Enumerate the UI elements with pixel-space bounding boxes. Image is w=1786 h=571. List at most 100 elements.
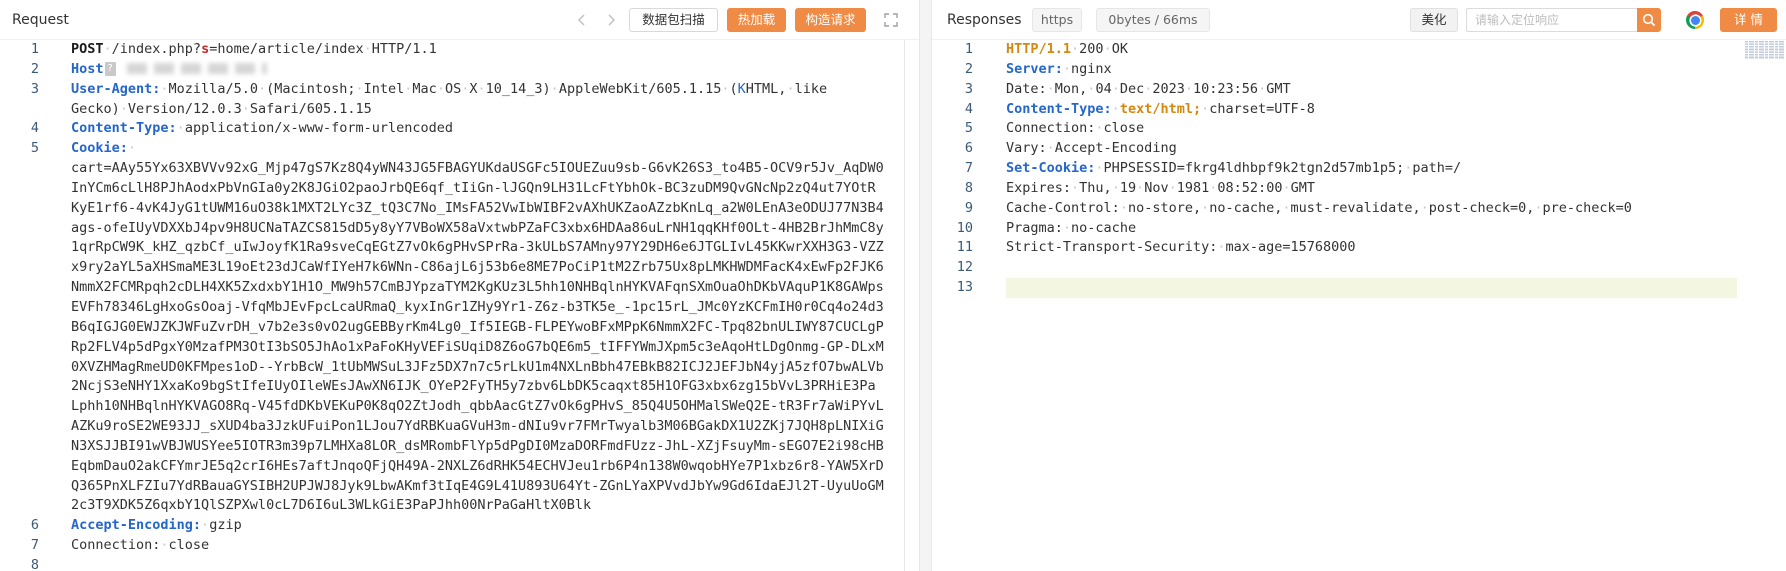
code-line-wrap[interactable]: 1qrRpCW9K_kHZ_qzbCf_uIwJoyfK1Ra9sveCqEGt… <box>0 238 904 258</box>
header-key: User-Agent: <box>71 80 161 97</box>
chevron-left-icon[interactable] <box>574 12 590 28</box>
line-number: 1 <box>30 41 39 57</box>
beautify-button[interactable]: 美化 <box>1410 8 1458 32</box>
code-line[interactable]: 4 Content-Type: application/x-www-form-ur… <box>0 119 904 139</box>
code-text: NmmX2FCMRpqh2cDLH4XK5ZxdxbY1H1O_MW9h57Cm… <box>71 278 901 298</box>
code-line[interactable]: 1 POST /index.php?s=home/article/index HT… <box>0 40 904 60</box>
line-number: 2 <box>964 60 973 77</box>
code-segment: 1qrRpCW9K_kHZ_qzbCf_uIwJoyfK1Ra9sveCqEGt… <box>71 239 884 256</box>
code-segment: Q365PnXLFZIu7YdRBauaGYSIBH2UPJWJ8Jyk9Lbw… <box>71 477 884 494</box>
code-text: Accept-Encoding: gzip <box>71 516 901 536</box>
code-text: 2c3T9XDK5Z6qxbY1QlSZPXwl0cL7D6I6uL3WLkGi… <box>71 496 901 516</box>
code-line-wrap[interactable]: x9ry2aYL5aXHSmaME3L19oEt23dJCaWfIYeH7k6W… <box>0 258 904 278</box>
code-line-wrap[interactable]: KyE1rf6-4vK4JyG1tUWM16uO38k1MXT2LYc3Z_tQ… <box>0 199 904 219</box>
code-segment: 200 OK <box>1071 41 1128 57</box>
packet-scan-button[interactable]: 数据包扫描 <box>629 8 718 32</box>
code-text: Rp2FLV4p5dPgxY0MzafPM3OtI3bSO5JhAo1xPaFo… <box>71 338 901 358</box>
code-line[interactable]: 12 <box>932 258 1743 278</box>
header-key: Host <box>71 60 104 77</box>
code-line-wrap[interactable]: N3XSJJBI91wVBJWUSYee5IOTR3m39p7LMHXa8LOR… <box>0 437 904 457</box>
code-segment: 2NcjS3eNHY1XxaKo9bgStIfeIUyOIleWEsJAwXN6… <box>71 378 876 395</box>
request-editor[interactable]: 1 POST /index.php?s=home/article/index HT… <box>0 40 904 571</box>
code-text: Lphh10NHBqlnHYKVAGO8Rq-V45fdDKbVEKuP0K8q… <box>71 397 901 417</box>
line-number: 5 <box>964 120 973 137</box>
line-number: 6 <box>30 517 39 534</box>
chrome-icon[interactable] <box>1686 11 1704 29</box>
code-text: Content-Type: application/x-www-form-url… <box>71 119 901 139</box>
locate-search-input[interactable] <box>1466 8 1637 32</box>
code-line[interactable]: 7 Set-Cookie: PHPSESSID=fkrg4ldhbpf9k2tgn… <box>932 159 1743 179</box>
minimap[interactable] <box>1745 41 1785 59</box>
code-line-wrap[interactable]: EVFh78346LgHxoGsOoaj-VfqMbJEvFpcLcaURmaQ… <box>0 298 904 318</box>
response-panel-title: Responses <box>947 12 1022 28</box>
line-number: 8 <box>30 556 39 571</box>
chevron-right-icon[interactable] <box>603 12 619 28</box>
code-text: Vary: Accept-Encoding <box>1006 139 1737 159</box>
hot-reload-button[interactable]: 热加载 <box>727 8 786 32</box>
code-line[interactable]: 8 <box>0 556 904 571</box>
code-text: Q365PnXLFZIu7YdRBauaGYSIBH2UPJWJ8Jyk9Lbw… <box>71 477 901 497</box>
line-number: 4 <box>30 120 39 137</box>
highlighted-char: K <box>737 80 746 97</box>
code-line-wrap[interactable]: InYCm6cLlH8PJhAodxPbVnGIa0y2K8JGiO2paoJr… <box>0 179 904 199</box>
code-text: 2NcjS3eNHY1XxaKo9bgStIfeIUyOIleWEsJAwXN6… <box>71 377 901 397</box>
line-number: 4 <box>964 100 973 117</box>
code-line-wrap[interactable]: ags-ofeIUyVDXXbJ4pv9H8UCNaTAZCS815dD5y8y… <box>0 219 904 239</box>
code-text: B6qIGJG0EWJZKJWFuZvrDH_v7b2e3s0vO2ugGEBB… <box>71 318 901 338</box>
code-line-wrap[interactable]: 2NcjS3eNHY1XxaKo9bgStIfeIUyOIleWEsJAwXN6… <box>0 377 904 397</box>
code-line-wrap[interactable]: B6qIGJG0EWJZKJWFuZvrDH_v7b2e3s0vO2ugGEBB… <box>0 318 904 338</box>
code-segment: KyE1rf6-4vK4JyG1tUWM16uO38k1MXT2LYc3Z_tQ… <box>71 199 884 216</box>
code-line[interactable]: 6 Accept-Encoding: gzip <box>0 516 904 536</box>
code-segment: cart=AAy55Yx63XBVVv92xG_Mjp47gS7Kz8Q4yWN… <box>71 160 884 177</box>
protocol-tag: https <box>1032 8 1082 32</box>
code-text: Date: Mon, 04 Dec 2023 10:23:56 GMT <box>1006 80 1737 100</box>
code-line-wrap[interactable]: cart=AAy55Yx63XBVVv92xG_Mjp47gS7Kz8Q4yWN… <box>0 159 904 179</box>
details-button[interactable]: 详 情 <box>1720 8 1777 32</box>
code-text: Gecko) Version/12.0.3 Safari/605.1.15 <box>71 100 901 120</box>
line-number: 11 <box>956 239 973 256</box>
line-number: 9 <box>964 199 973 216</box>
build-request-button[interactable]: 构造请求 <box>795 8 866 32</box>
code-text: User-Agent: Mozilla/5.0 (Macintosh; Inte… <box>71 80 901 100</box>
expand-icon[interactable] <box>883 12 899 28</box>
code-line-wrap[interactable]: 0XVZHMagRmeUD0KFMpes1oD--YrbBcW_1tUbMWSu… <box>0 358 904 378</box>
code-line-wrap[interactable]: NmmX2FCMRpqh2cDLH4XK5ZxdxbY1H1O_MW9h57Cm… <box>0 278 904 298</box>
code-segment: Gecko) Version/12.0.3 Safari/605.1.15 <box>71 101 372 117</box>
request-editor-scrollbar[interactable] <box>904 40 919 571</box>
code-line-wrap[interactable]: Lphh10NHBqlnHYKVAGO8Rq-V45fdDKbVEKuP0K8q… <box>0 397 904 417</box>
code-text: Set-Cookie: PHPSESSID=fkrg4ldhbpf9k2tgn2… <box>1006 159 1737 179</box>
code-segment: B6qIGJG0EWJZKJWFuZvrDH_v7b2e3s0vO2ugGEBB… <box>71 318 884 335</box>
code-line[interactable]: 13 <box>932 278 1743 298</box>
code-text: HTTP/1.1 200 OK <box>1006 40 1737 60</box>
code-line-wrap[interactable]: Gecko) Version/12.0.3 Safari/605.1.15 <box>0 100 904 120</box>
panel-splitter[interactable] <box>919 0 932 571</box>
code-text: x9ry2aYL5aXHSmaME3L19oEt23dJCaWfIYeH7k6W… <box>71 258 901 278</box>
code-line-wrap[interactable]: AZKu9roSE2WE93JJ_sXUD4ba3JzkUFuiPon1LJou… <box>0 417 904 437</box>
code-text: 0XVZHMagRmeUD0KFMpes1oD--YrbBcW_1tUbMWSu… <box>71 358 901 378</box>
line-number: 7 <box>964 160 973 177</box>
code-line-wrap[interactable]: EqbmDauO2akCFYmrJE5q2crI6HEs7aftJnqoQFjQ… <box>0 457 904 477</box>
code-text: POST /index.php?s=home/article/index HTT… <box>71 40 901 60</box>
search-button[interactable] <box>1637 8 1661 32</box>
code-line-wrap[interactable]: 2c3T9XDK5Z6qxbY1QlSZPXwl0cL7D6I6uL3WLkGi… <box>0 496 904 516</box>
response-header: Responses https 0bytes / 66ms 美化 详 情 <box>932 0 1786 40</box>
code-segment: x9ry2aYL5aXHSmaME3L19oEt23dJCaWfIYeH7k6W… <box>71 259 884 276</box>
code-line-wrap[interactable]: Rp2FLV4p5dPgxY0MzafPM3OtI3bSO5JhAo1xPaFo… <box>0 338 904 358</box>
code-line-wrap[interactable]: Q365PnXLFZIu7YdRBauaGYSIBH2UPJWJ8Jyk9Lbw… <box>0 477 904 497</box>
header-key: Content-Type: <box>71 120 177 137</box>
